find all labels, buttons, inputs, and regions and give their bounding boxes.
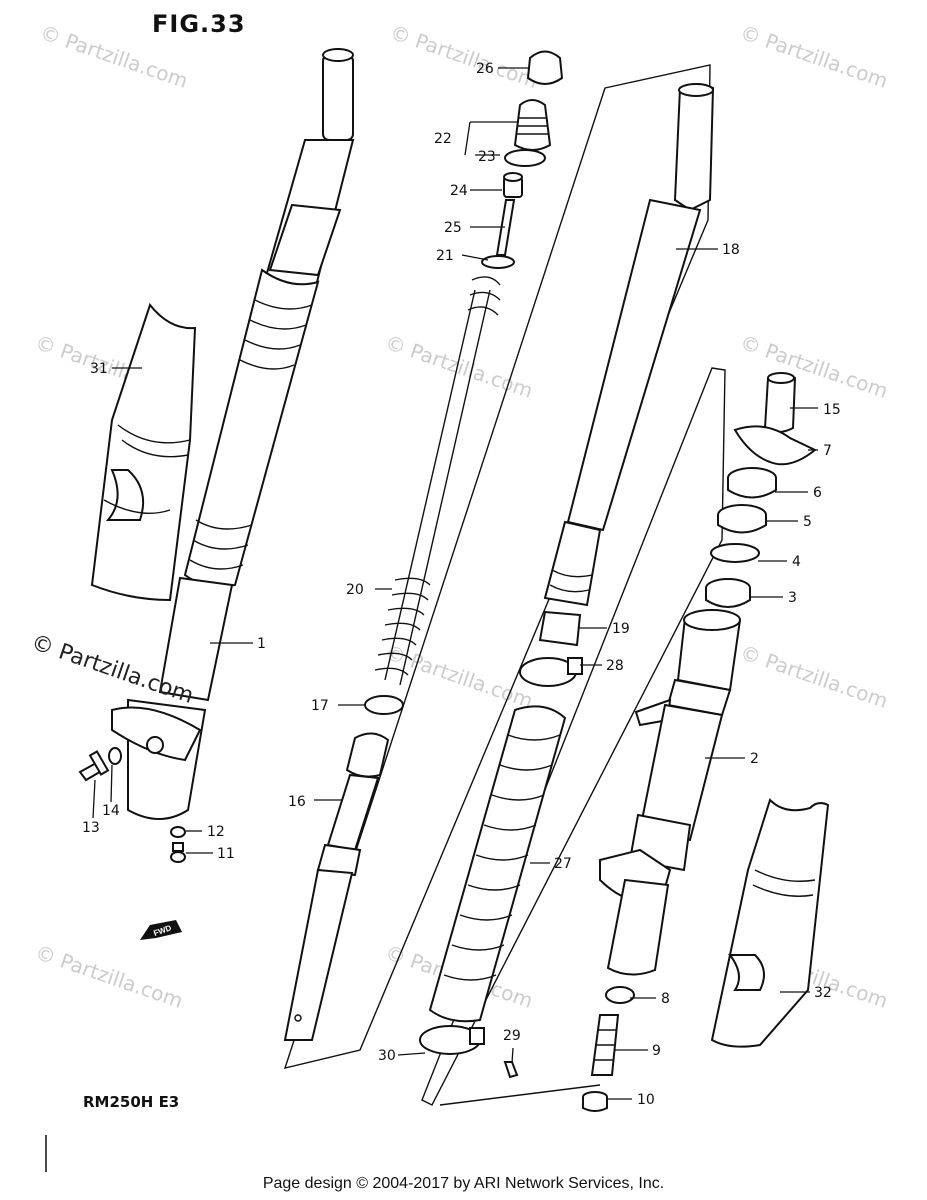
wave-washer-7 (733, 425, 817, 466)
leader-lines (92, 67, 818, 1100)
label-16[interactable]: 16 (288, 794, 306, 810)
damper-16 (283, 732, 390, 1041)
label-9[interactable]: 9 (652, 1043, 661, 1059)
label-23[interactable]: 23 (478, 149, 496, 165)
label-2[interactable]: 2 (750, 751, 759, 767)
nut-24 (503, 172, 523, 198)
label-28[interactable]: 28 (606, 658, 624, 674)
model-code: RM250H E3 (83, 1093, 180, 1111)
cap-bolt-22 (513, 99, 552, 151)
label-18[interactable]: 18 (722, 242, 740, 258)
cap-10 (582, 1091, 608, 1112)
o-ring-8 (605, 986, 635, 1004)
label-27[interactable]: 27 (554, 856, 572, 872)
label-22[interactable]: 22 (434, 131, 452, 147)
page-footer: Page design © 2004-2017 by ARI Network S… (262, 1175, 665, 1192)
bolt-9 (590, 1014, 620, 1076)
figure-title: FIG.33 (152, 10, 246, 38)
label-26[interactable]: 26 (476, 61, 494, 77)
label-3[interactable]: 3 (788, 590, 797, 606)
label-15[interactable]: 15 (823, 402, 841, 418)
outer-tube-2 (599, 609, 742, 976)
fork-guard-right (710, 798, 830, 1048)
panel-bottom-edge (439, 1084, 601, 1106)
label-17[interactable]: 17 (311, 698, 329, 714)
inner-tube-18 (543, 83, 715, 607)
o-ring-23 (504, 149, 546, 167)
label-11[interactable]: 11 (217, 846, 235, 862)
label-1[interactable]: 1 (257, 636, 266, 652)
ring-17 (364, 695, 404, 715)
fork-boot-27 (428, 705, 567, 1023)
bolt-13 (78, 750, 110, 782)
washer-4 (710, 543, 760, 563)
washer-12 (170, 826, 186, 838)
label-30[interactable]: 30 (378, 1048, 396, 1064)
bushing-3 (705, 578, 751, 608)
label-21[interactable]: 21 (436, 248, 454, 264)
part-labels: 26 22 23 24 25 21 18 31 15 7 6 5 4 3 20 … (82, 61, 841, 1108)
label-7[interactable]: 7 (823, 443, 832, 459)
clamp-30 (419, 1025, 485, 1055)
label-4[interactable]: 4 (792, 554, 801, 570)
label-20[interactable]: 20 (346, 582, 364, 598)
fwd-arrow-icon: FWD (140, 920, 182, 940)
bolt-11 (170, 842, 186, 863)
screw-29 (503, 1061, 519, 1079)
label-32[interactable]: 32 (814, 985, 832, 1001)
label-19[interactable]: 19 (612, 621, 630, 637)
label-10[interactable]: 10 (637, 1092, 655, 1108)
seal-6 (727, 467, 777, 499)
label-8[interactable]: 8 (661, 991, 670, 1007)
label-6[interactable]: 6 (813, 485, 822, 501)
label-12[interactable]: 12 (207, 824, 225, 840)
label-14[interactable]: 14 (102, 803, 120, 819)
washer-21 (481, 255, 515, 269)
bushing-19 (538, 610, 582, 647)
label-5[interactable]: 5 (803, 514, 812, 530)
label-24[interactable]: 24 (450, 183, 468, 199)
clamp-28 (519, 657, 583, 687)
inner-tube-left (111, 48, 355, 820)
label-25[interactable]: 25 (444, 220, 462, 236)
washer-14 (108, 747, 122, 765)
seal-5 (717, 504, 767, 534)
label-29[interactable]: 29 (503, 1028, 521, 1044)
label-31[interactable]: 31 (90, 361, 108, 377)
collar-15 (763, 372, 797, 433)
spring-20 (374, 276, 501, 686)
cap-26 (526, 50, 564, 85)
rod-25 (495, 199, 516, 256)
label-13[interactable]: 13 (82, 820, 100, 836)
fork-guard-left (90, 302, 197, 602)
